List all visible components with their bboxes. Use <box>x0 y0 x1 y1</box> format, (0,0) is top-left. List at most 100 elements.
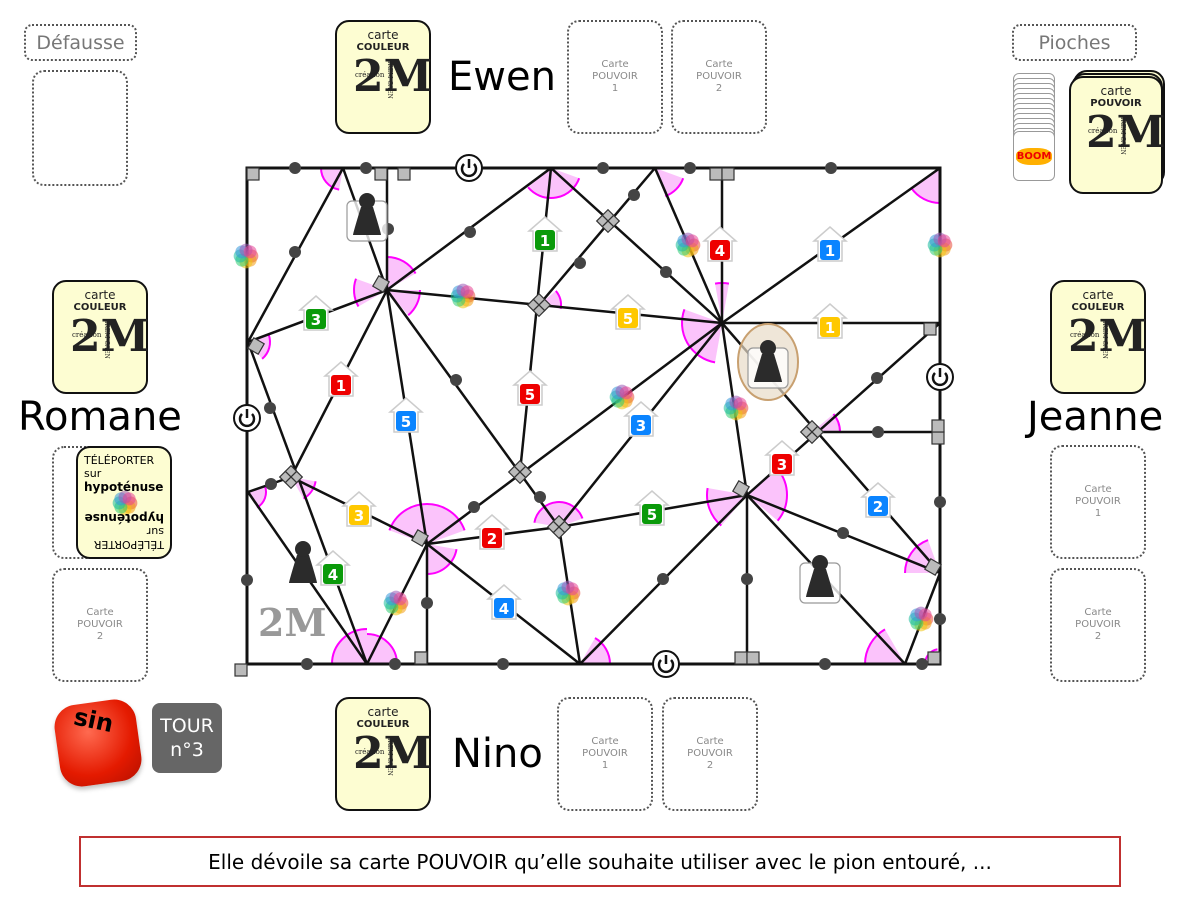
house-marker: 1 <box>323 361 359 397</box>
romane-revealed-power-card[interactable]: TÉLÉPORTER sur hypoténuse TÉLÉPORTER sur… <box>76 446 172 559</box>
house-marker: 4 <box>702 226 738 262</box>
house-number: 2 <box>487 530 497 548</box>
rainbow-flower-icon <box>555 580 581 606</box>
right-angle-marker <box>374 167 388 181</box>
decks-label-text: Pioches <box>1038 31 1111 54</box>
pawn[interactable] <box>289 541 317 583</box>
flower-petal <box>918 608 932 622</box>
board-logo-icon: 2M <box>258 600 327 645</box>
house-number: 3 <box>354 507 364 525</box>
rainbow-flower-icon <box>908 606 934 632</box>
angle-arc <box>331 628 368 665</box>
board-edge <box>385 289 561 528</box>
right-angle-marker <box>513 471 527 485</box>
angle-marker <box>367 634 397 664</box>
node-dot <box>389 658 401 670</box>
house-marker: 3 <box>764 440 800 476</box>
right-angle-marker <box>731 479 751 499</box>
house-marker: 3 <box>298 295 334 331</box>
flower-petal <box>733 397 747 411</box>
pawn[interactable] <box>346 193 388 242</box>
node-dot <box>360 162 372 174</box>
player-name-nino: Nino <box>452 731 543 777</box>
pawn[interactable] <box>799 555 841 604</box>
discard-label: Défausse <box>24 24 137 61</box>
rainbow-flower-icon <box>927 232 953 258</box>
house-marker: 1 <box>812 303 848 339</box>
right-angle-marker <box>532 304 546 318</box>
house-marker: 3 <box>341 491 377 527</box>
slot-text: POUVOIR <box>1075 496 1121 507</box>
player-name-ewen: Ewen <box>448 54 556 100</box>
angle-arc <box>527 177 581 199</box>
node-dot <box>421 597 433 609</box>
house-number: 5 <box>525 386 535 404</box>
angle-marker <box>387 257 416 290</box>
power-icon <box>652 650 680 678</box>
angle-arc <box>533 501 584 523</box>
slot-text: 1 <box>611 83 619 94</box>
node-dot <box>264 402 276 414</box>
boom-label: BOOM <box>1015 147 1053 165</box>
house-badge <box>349 505 369 525</box>
flower-petal <box>937 234 951 248</box>
card-line1: carte <box>84 288 116 302</box>
boom-deck[interactable]: BOOM <box>1013 73 1057 183</box>
slot-text: Carte <box>1084 607 1112 618</box>
house-marker: 3 <box>623 401 659 437</box>
angle-arc <box>320 167 340 191</box>
house-badge <box>323 564 343 584</box>
house-badge <box>494 598 514 618</box>
discard-pile[interactable] <box>32 70 128 186</box>
card-line2: COULEUR <box>73 302 127 313</box>
pawn-head <box>760 340 776 356</box>
pawn[interactable] <box>737 323 799 401</box>
slot-text: 2 <box>715 83 723 94</box>
flower-petal <box>122 492 136 506</box>
node-dot <box>301 658 313 670</box>
slot-text: POUVOIR <box>696 71 742 82</box>
deck-line2: POUVOIR <box>1090 98 1142 109</box>
power-icon-arc <box>657 659 675 674</box>
slot-text: POUVOIR <box>687 748 733 759</box>
house-number: 2 <box>873 498 883 516</box>
angle-arc <box>904 539 929 574</box>
node-dot <box>265 478 277 490</box>
pawn-head <box>359 193 375 209</box>
power-icon <box>926 363 954 391</box>
rainbow-flower-icon <box>675 232 701 258</box>
node-dot <box>464 226 476 238</box>
node-dot <box>934 496 946 508</box>
right-angle-marker <box>601 220 615 234</box>
card-line1: carte <box>1082 288 1114 302</box>
house-number: 5 <box>647 506 657 524</box>
right-angle-marker <box>931 419 945 433</box>
house-badge <box>396 411 416 431</box>
house-marker: 1 <box>812 226 848 262</box>
house-number: 3 <box>311 311 321 329</box>
slot-text: Carte <box>705 59 733 70</box>
node-dot <box>289 162 301 174</box>
right-angle-marker <box>734 651 748 665</box>
right-angle-marker <box>721 167 735 181</box>
house-number: 5 <box>623 310 633 328</box>
house-marker: 4 <box>486 584 522 620</box>
house-number: 4 <box>715 242 725 260</box>
rainbow-flower-icon <box>233 243 259 269</box>
flower-petal <box>393 592 407 606</box>
decks-label: Pioches <box>1012 24 1137 61</box>
slot-text: POUVOIR <box>592 71 638 82</box>
